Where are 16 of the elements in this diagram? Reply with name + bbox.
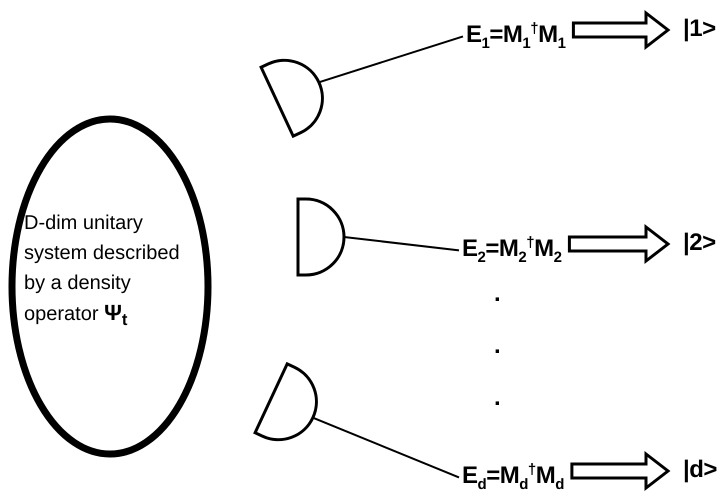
ellipsis-dot: . — [494, 282, 501, 306]
ket-label: |1> — [683, 14, 716, 44]
formula-text: E$_{2}$=M$_{2}$$^{†}$M$_{2}$ — [462, 233, 562, 268]
hollow-arrow — [568, 224, 670, 264]
ket-label: |d> — [683, 455, 717, 485]
hollow-arrow — [570, 450, 670, 492]
formula-text: E$_{d}$=M$_{d}$$^{†}$M$_{d}$ — [462, 460, 564, 493]
connector-line — [318, 35, 464, 84]
connector-line — [344, 236, 460, 252]
hollow-arrow — [572, 10, 670, 50]
connector-line — [312, 416, 460, 478]
node-text: D-dim unitary system described by a density operator Ψ$_{t}$ — [24, 211, 181, 331]
ket-label: |2> — [683, 228, 716, 258]
ellipsis-dot: . — [494, 334, 501, 358]
ellipsis-dot: . — [494, 386, 501, 410]
formula-text: E$_{1}$=M$_{1}$$^{†}$M$_{1}$ — [466, 19, 566, 54]
